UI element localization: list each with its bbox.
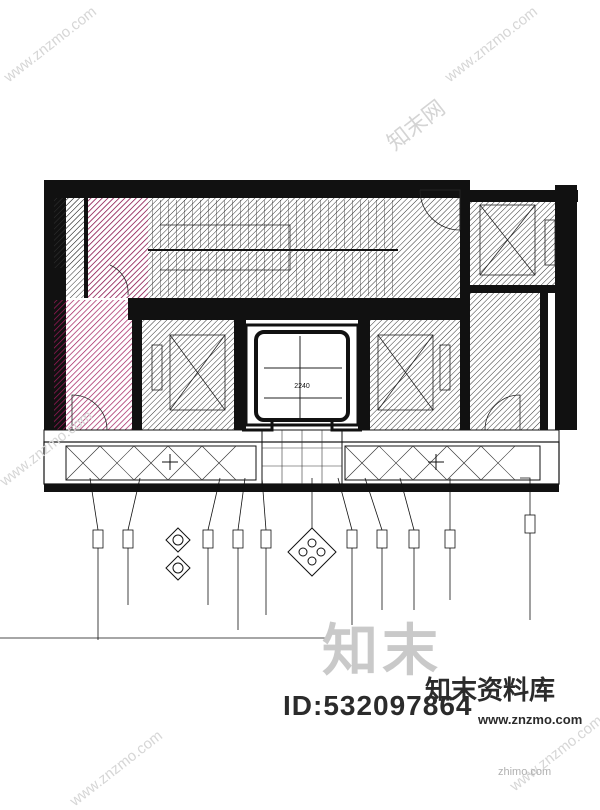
watermark-logo: 知末	[322, 619, 442, 684]
elevator-lobby: 2240	[236, 323, 368, 427]
hatched-areas	[54, 198, 555, 430]
staircase	[148, 200, 398, 296]
dimension-label: 2240	[294, 383, 310, 390]
watermark-corner: zhimo.com	[498, 766, 552, 778]
watermark-id: ID:532097864	[283, 690, 473, 721]
watermark-site-name: 知末资料库	[425, 676, 556, 706]
legend-tags	[0, 514, 536, 640]
watermark-url: www.znzmo.com	[478, 712, 583, 727]
entrance-band	[43, 420, 560, 492]
callout-leaders	[89, 477, 531, 531]
interior-walls	[84, 198, 555, 433]
material-symbols	[165, 527, 337, 581]
door-swings	[71, 264, 521, 431]
room-crosses	[151, 189, 556, 411]
